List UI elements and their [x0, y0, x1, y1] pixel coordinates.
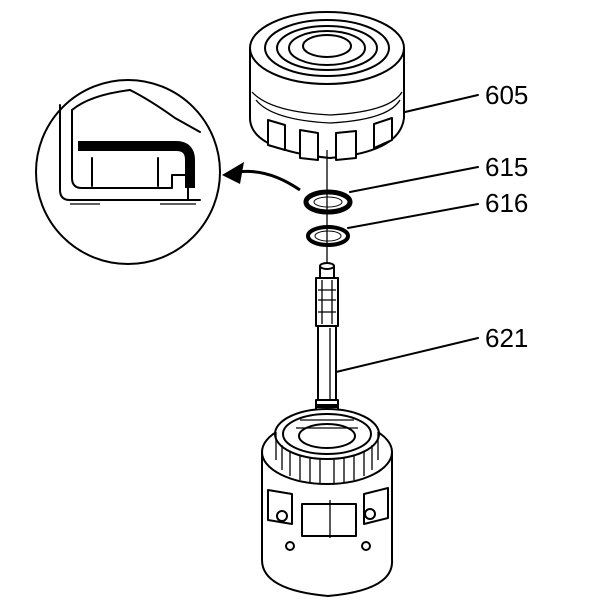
leader-615: [349, 166, 479, 193]
seal-ring-615: [303, 189, 353, 215]
leader-621: [335, 337, 479, 373]
detail-arrow: [222, 162, 301, 192]
callout-605: 605: [485, 80, 528, 110]
leader-lines: [335, 94, 479, 373]
callout-616: 616: [485, 188, 528, 218]
upper-housing-605: [249, 11, 405, 270]
leader-605: [404, 94, 479, 113]
callout-615: 615: [485, 152, 528, 182]
leader-616: [347, 203, 479, 229]
gear-teeth: [275, 432, 379, 483]
seal-ring-616: [306, 225, 350, 247]
callout-labels: 605 615 616 621: [485, 80, 528, 353]
detail-view-circle: [35, 79, 221, 265]
lower-drum-housing: [261, 408, 394, 597]
callout-621: 621: [485, 323, 528, 353]
ring-cross-section: [59, 89, 201, 205]
detail-view: [35, 79, 301, 265]
